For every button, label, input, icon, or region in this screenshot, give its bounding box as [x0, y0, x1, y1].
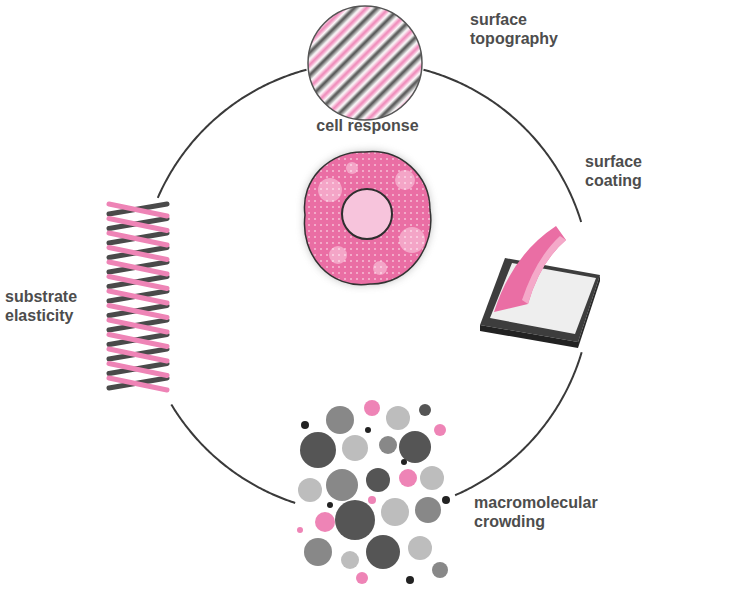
macromolecule: [297, 527, 303, 533]
spring-front-coil: [109, 219, 167, 231]
coating-node: surface coating: [478, 222, 604, 352]
coating-icon: [480, 226, 600, 348]
macromolecule: [381, 498, 409, 526]
macromolecule: [399, 431, 431, 463]
ring-connector: [455, 352, 582, 495]
macromolecule: [366, 535, 400, 569]
topography-icon: [300, 0, 430, 130]
node-label: cell response: [280, 116, 455, 135]
ring-connector: [158, 70, 307, 198]
macromolecule: [419, 404, 431, 416]
node-label: surface topography: [470, 10, 565, 48]
crowding-icon: [297, 400, 450, 584]
spring-front-coil: [109, 262, 167, 274]
macromolecule: [326, 469, 358, 501]
macromolecule: [364, 400, 380, 416]
spring-front-coil: [109, 248, 167, 260]
topography-node: surface topography: [307, 5, 423, 121]
cell-node: cell response: [300, 148, 435, 288]
cell-outline: [304, 152, 430, 285]
macromolecule: [356, 572, 368, 584]
macromolecule: [368, 496, 376, 504]
macromolecule: [432, 562, 448, 578]
macromolecule: [365, 427, 371, 433]
ring-connector: [171, 404, 295, 503]
spring-icon: [109, 204, 167, 390]
spring-front-coil: [109, 277, 167, 289]
macromolecule: [300, 432, 336, 468]
macromolecule: [341, 551, 359, 569]
spring-front-coil: [109, 291, 167, 303]
peeling-coating: [494, 226, 566, 312]
macromolecule: [379, 436, 397, 454]
node-label: surface coating: [585, 152, 657, 190]
spring-front-coil: [109, 335, 167, 347]
cell-icon: [295, 140, 440, 295]
spring-front-coil: [109, 233, 167, 245]
macromolecule: [442, 496, 450, 504]
macromolecule: [326, 406, 354, 434]
spring-front-coil: [109, 320, 167, 332]
crowding-node: macromolecular crowding: [296, 396, 454, 586]
topography-outline: [308, 6, 422, 120]
macromolecule: [406, 576, 414, 584]
macromolecule: [298, 478, 322, 502]
node-label: macromolecular crowding: [474, 493, 614, 531]
cell-texture: [295, 140, 440, 295]
macromolecule: [315, 512, 335, 532]
macromolecule: [434, 424, 446, 436]
macromolecule: [399, 469, 417, 487]
spring-front-coil: [109, 349, 167, 361]
macromolecule: [420, 466, 444, 490]
spring-front-coil: [109, 204, 167, 216]
macromolecule: [401, 459, 407, 465]
macromolecule: [386, 406, 410, 430]
ring-connector: [423, 70, 581, 222]
macromolecule: [304, 538, 332, 566]
nucleus: [342, 189, 392, 239]
elasticity-node: substrate elasticity: [103, 198, 173, 403]
node-label: substrate elasticity: [5, 287, 97, 325]
macromolecule: [327, 502, 333, 508]
macromolecule: [335, 500, 375, 540]
spring-front-coil: [109, 306, 167, 318]
stripe-texture: [300, 0, 430, 130]
macromolecule: [366, 468, 390, 492]
macromolecule: [342, 435, 368, 461]
peeling-coating-edge: [522, 236, 566, 304]
spring-front-coil: [109, 378, 167, 390]
macromolecule: [415, 497, 441, 523]
spring-front-coil: [109, 364, 167, 376]
macromolecule: [408, 536, 432, 560]
macromolecule: [301, 421, 309, 429]
